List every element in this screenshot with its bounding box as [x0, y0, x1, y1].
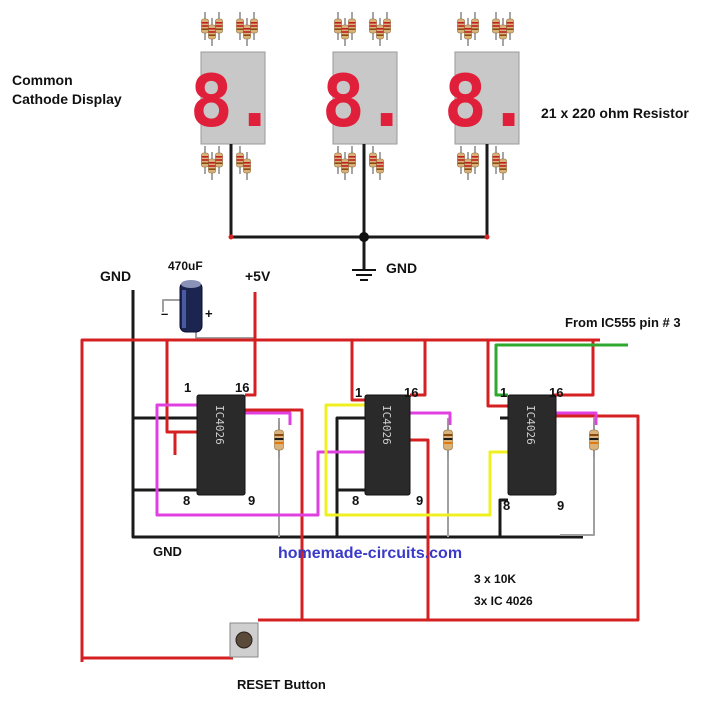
ic-part-label: IC4026: [380, 405, 393, 445]
resistor-count-label: 3 x 10K: [474, 572, 516, 586]
display-section: 8. 8. 8.: [190, 11, 531, 281]
capacitor: [179, 280, 203, 333]
ic3-pin-1: 1: [500, 385, 507, 400]
ic1-pin-1: 1: [184, 380, 191, 395]
clock-source-label: From IC555 pin # 3: [565, 315, 681, 330]
ic1-pin-9: 9: [248, 493, 255, 508]
reset-button-switch: [229, 622, 259, 658]
ic1-pin-8: 8: [183, 493, 190, 508]
ic3-pin-9: 9: [557, 498, 564, 513]
ic-chip-1: IC4026: [196, 394, 246, 496]
ic-chip-3: IC4026: [507, 394, 557, 496]
seven-segment-display-2: 8.: [322, 51, 409, 145]
resistor-spec-label: 21 x 220 ohm Resistor: [541, 105, 689, 121]
display-digit: 8.: [322, 59, 409, 143]
ground-symbol-icon: [352, 269, 376, 281]
ic3-pin-16: 16: [549, 385, 563, 400]
watermark-text: homemade-circuits.com: [278, 545, 462, 562]
gnd-display-label: GND: [386, 260, 417, 276]
ic3-pin-8: 8: [503, 498, 510, 513]
capacitor-label: 470uF: [168, 259, 203, 273]
reset-button-label: RESET Button: [237, 677, 326, 692]
gnd-left-label: GND: [100, 268, 131, 284]
cap-plus-label: +: [205, 306, 213, 321]
ic2-pin-1: 1: [355, 385, 362, 400]
ic-count-label: 3x IC 4026: [474, 594, 533, 608]
junction-dot: [359, 232, 369, 242]
display-type-label-line2: Cathode Display: [12, 91, 122, 107]
display-digit: 8.: [190, 59, 277, 143]
supply-label: +5V: [245, 268, 271, 284]
ic2-pin-9: 9: [416, 493, 423, 508]
ic-part-label: IC4026: [524, 405, 537, 445]
gnd-bottom-label: GND: [153, 544, 182, 559]
ic2-pin-16: 16: [404, 385, 418, 400]
cathode-ground-wires: [229, 144, 489, 270]
wiring: [80, 290, 640, 662]
display-type-label-line1: Common: [12, 72, 73, 88]
ic2-pin-8: 8: [352, 493, 359, 508]
cap-minus-label: –: [161, 306, 168, 321]
ic-chip-2: IC4026: [364, 394, 411, 496]
ic-part-label: IC4026: [213, 405, 226, 445]
display-digit: 8.: [444, 59, 531, 143]
seven-segment-display-1: 8.: [190, 51, 277, 145]
ic1-pin-16: 16: [235, 380, 249, 395]
seven-segment-display-3: 8.: [444, 51, 531, 145]
